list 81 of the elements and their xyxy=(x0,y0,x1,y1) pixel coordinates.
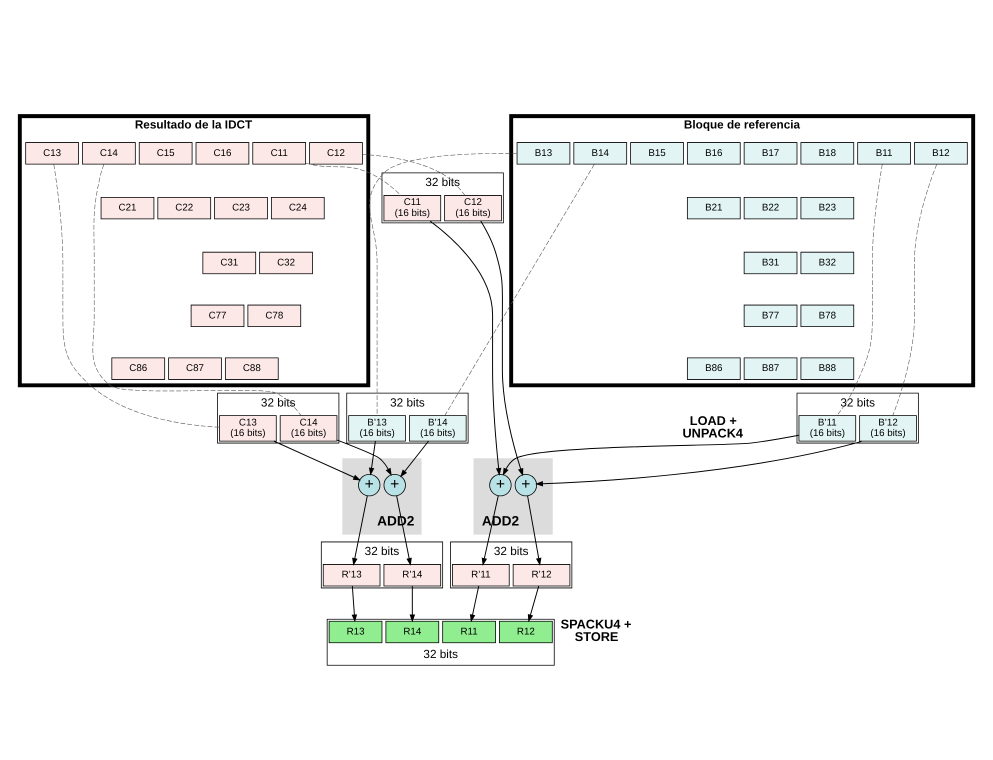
node-box: C78 xyxy=(248,304,302,327)
node-box: C14 xyxy=(82,142,136,164)
node-box: B17 xyxy=(744,142,798,164)
label: LOAD + UNPACK4 xyxy=(682,412,744,441)
node-box: B’14 (16 bits) xyxy=(409,415,467,442)
node-box: C31 xyxy=(202,252,256,274)
node-box: C13 xyxy=(25,142,79,164)
arrow xyxy=(410,586,416,622)
node-box: R12 xyxy=(499,620,553,644)
node-box: B16 xyxy=(686,142,741,164)
node-box: B’13 (16 bits) xyxy=(348,415,406,442)
connector xyxy=(369,153,518,416)
connector xyxy=(836,164,883,416)
arrow xyxy=(273,440,362,480)
arrow xyxy=(430,220,502,476)
node-box: R11 xyxy=(442,620,496,644)
arrow xyxy=(470,586,480,622)
node-box: B32 xyxy=(800,252,854,274)
arrow xyxy=(336,440,392,476)
node-circle: + xyxy=(489,474,512,496)
connector xyxy=(892,164,938,416)
node-box: R’12 xyxy=(512,564,570,586)
connector xyxy=(444,164,595,416)
label: SPACKU4 + STORE xyxy=(560,616,632,644)
node-box: C11 (16 bits) xyxy=(384,195,442,222)
node-box: B14 xyxy=(573,142,628,164)
node-box: R13 xyxy=(328,620,382,644)
node-box: B78 xyxy=(800,304,854,327)
node-box: C22 xyxy=(157,197,212,220)
node-box: B31 xyxy=(744,252,798,274)
connector xyxy=(54,164,220,428)
node-box: R14 xyxy=(386,620,440,644)
arrow xyxy=(352,495,368,566)
node-box: R’13 xyxy=(322,564,380,586)
node-box: C88 xyxy=(224,358,279,380)
arrow xyxy=(368,440,376,476)
node-box: R’11 xyxy=(452,564,510,586)
node-box: B13 xyxy=(516,142,570,164)
node-circle: + xyxy=(384,474,406,496)
node-box: B15 xyxy=(630,142,684,164)
arrow xyxy=(482,495,499,566)
arrow xyxy=(396,495,412,566)
node-box: C32 xyxy=(259,252,313,274)
node-box: B87 xyxy=(744,358,798,380)
node-box: B77 xyxy=(744,304,798,327)
node-box: C15 xyxy=(138,142,192,164)
node-box: B22 xyxy=(744,197,798,220)
arrow xyxy=(480,220,524,476)
node-box: B18 xyxy=(800,142,854,164)
arrow xyxy=(352,586,358,622)
node-box: C77 xyxy=(190,304,244,327)
node-box: C24 xyxy=(270,197,325,220)
connector xyxy=(92,164,302,416)
node-circle: + xyxy=(358,474,380,496)
node-box: C12 xyxy=(309,142,363,164)
node-box: B’12 (16 bits) xyxy=(859,415,917,442)
node-box: B88 xyxy=(800,358,854,380)
arrow xyxy=(535,440,862,486)
node-box: C21 xyxy=(100,197,154,220)
arrow xyxy=(502,434,800,476)
node-box: C87 xyxy=(168,358,222,380)
node-box: C23 xyxy=(214,197,268,220)
node-box: C86 xyxy=(111,358,166,380)
node-box: B11 xyxy=(857,142,911,164)
node-box: B12 xyxy=(914,142,968,164)
node-box: B23 xyxy=(800,197,854,220)
node-circle: + xyxy=(514,474,538,496)
connector xyxy=(362,154,466,196)
node-box: B’11 (16 bits) xyxy=(798,415,856,442)
node-box: C14 (16 bits) xyxy=(280,415,338,442)
arrow xyxy=(528,586,540,622)
node-box: C12 (16 bits) xyxy=(444,195,502,222)
connector xyxy=(306,162,402,196)
node-box: B21 xyxy=(686,197,741,220)
node-box: C11 xyxy=(252,142,306,164)
node-box: R’14 xyxy=(384,564,442,586)
node-box: C16 xyxy=(196,142,250,164)
arrow xyxy=(400,440,429,478)
arrow xyxy=(527,495,542,566)
node-box: C13 (16 bits) xyxy=(219,415,277,442)
node-box: B86 xyxy=(686,358,741,380)
